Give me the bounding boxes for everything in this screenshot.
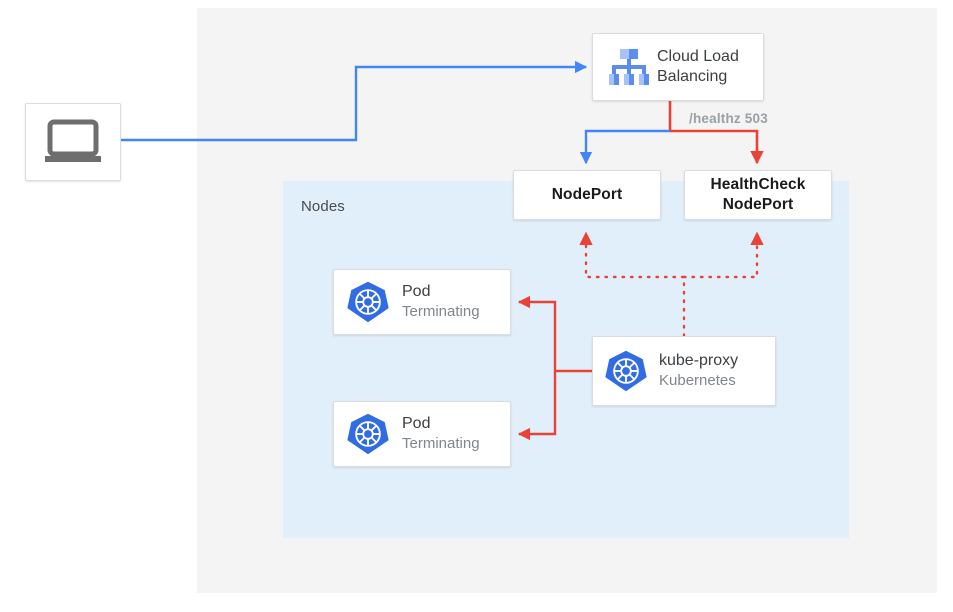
pod-2-title: Pod — [402, 415, 431, 433]
healthz-status-label: /healthz 503 — [689, 111, 768, 126]
healthcheck-nodeport-labels: HealthCheck NodePort — [711, 175, 806, 215]
pod-1-title: Pod — [402, 283, 431, 301]
healthcheck-nodeport-label-line2: NodePort — [722, 196, 794, 213]
nodeport-label: NodePort — [551, 186, 623, 204]
kubernetes-icon — [334, 280, 402, 324]
healthcheck-nodeport-node: HealthCheck NodePort — [684, 170, 832, 220]
cloud-load-balancing-label-line1: Cloud Load — [657, 48, 739, 65]
cloud-load-balancing-labels: Cloud Load Balancing — [657, 47, 739, 87]
kubernetes-icon — [593, 349, 659, 393]
kube-proxy-title: kube-proxy — [659, 352, 739, 370]
kube-proxy-node: kube-proxy Kubernetes — [592, 336, 776, 406]
kubernetes-icon — [334, 412, 402, 456]
healthcheck-nodeport-label-line1: HealthCheck — [710, 176, 806, 194]
kube-proxy-subtitle: Kubernetes — [659, 372, 736, 390]
pod-1-labels: Pod Terminating — [402, 282, 480, 322]
pod-1-subtitle: Terminating — [402, 303, 480, 321]
pod-2-subtitle: Terminating — [402, 435, 480, 453]
cloud-load-balancing-label-line2: Balancing — [657, 68, 728, 85]
client-node — [25, 103, 121, 181]
nodeport-node: NodePort — [513, 170, 661, 220]
pod-node-2: Pod Terminating — [333, 401, 511, 467]
kube-proxy-labels: kube-proxy Kubernetes — [659, 351, 738, 391]
pod-node-1: Pod Terminating — [333, 269, 511, 335]
nodes-panel-label: Nodes — [301, 198, 345, 215]
laptop-icon — [42, 118, 104, 166]
cloud-load-balancing-node: Cloud Load Balancing — [592, 33, 764, 101]
pod-2-labels: Pod Terminating — [402, 414, 480, 454]
cloud-load-balancing-icon — [601, 47, 657, 87]
